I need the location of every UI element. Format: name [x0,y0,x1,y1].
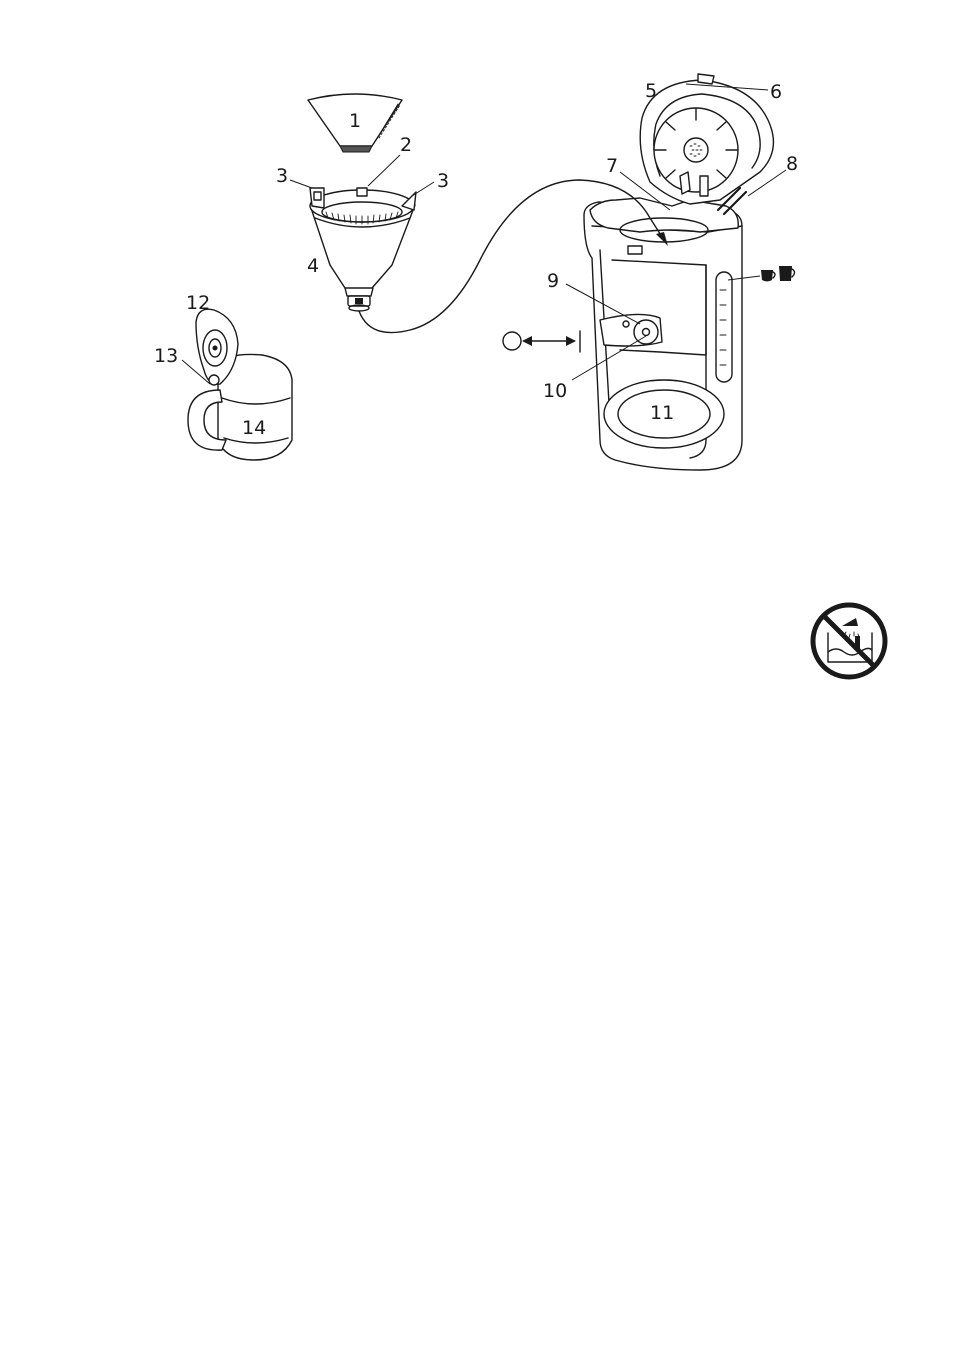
no-water-immersion-icon [813,605,885,677]
label-12: 12 [186,292,210,314]
label-2: 2 [400,134,412,156]
label-11: 11 [650,402,674,424]
label-1: 1 [349,110,361,132]
label-10: 10 [543,380,567,402]
filter-holder [310,188,416,311]
label-3b: 3 [437,170,449,192]
cup-and-mug-icon [761,266,795,282]
lid [640,74,773,214]
label-6: 6 [770,81,782,103]
label-3a: 3 [276,165,288,187]
label-13: 13 [154,345,178,367]
label-8: 8 [786,153,798,175]
label-14: 14 [242,417,266,439]
label-7: 7 [606,155,618,177]
label-4: 4 [307,255,319,277]
switch-off-symbol [503,332,521,350]
label-5: 5 [645,80,657,102]
switch-position-indicator [503,331,580,352]
label-9: 9 [547,270,559,292]
